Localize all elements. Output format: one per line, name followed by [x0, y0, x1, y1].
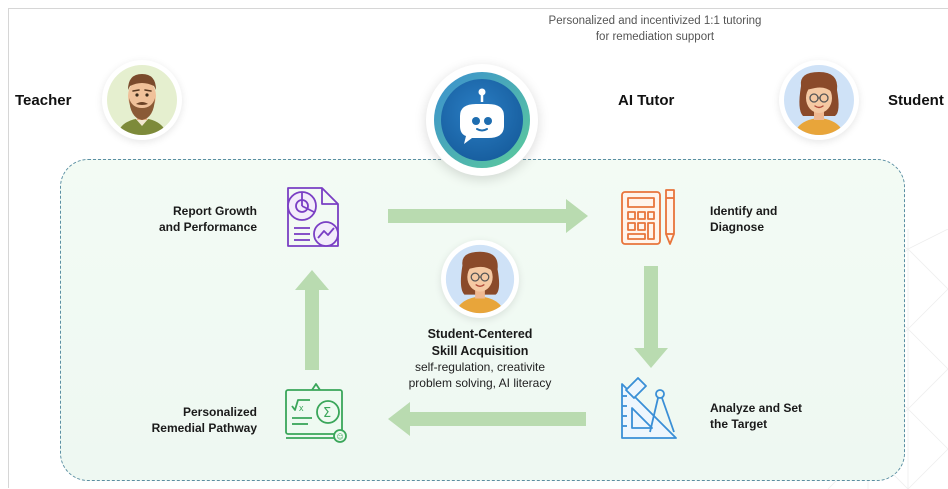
- geometry-tools-icon: [621, 377, 677, 439]
- step-remedial-label: Personalized Remedial Pathway: [120, 404, 257, 436]
- step-report-line-1: Report Growth: [173, 204, 257, 218]
- arrow-report-to-identify: [388, 199, 588, 233]
- step-identify-label: Identify and Diagnose: [710, 203, 850, 235]
- center-sub-line-2: problem solving, AI literacy: [408, 376, 552, 390]
- role-teacher-label: Teacher: [15, 92, 72, 109]
- svg-text:☺: ☺: [337, 433, 344, 441]
- step-report-label: Report Growth and Performance: [130, 203, 257, 235]
- subtitle-line-1: Personalized and incentivized 1:1 tutori…: [548, 15, 762, 27]
- center-student-avatar: [441, 240, 519, 318]
- student-face-icon: [445, 244, 515, 314]
- center-title-line-1: Student-Centered: [427, 327, 533, 341]
- subtitle-line-2: for remediation support: [595, 31, 715, 43]
- arrow-analyze-to-remedial: [388, 402, 586, 436]
- center-sub-line-1: self-regulation, creativite: [414, 360, 546, 374]
- calculator-pencil-icon: [621, 189, 675, 245]
- teacher-face-icon: [107, 65, 177, 135]
- role-student-label: Student: [888, 92, 944, 109]
- center-title-line-2: Skill Acquisition: [431, 344, 529, 358]
- step-identify-line-2: Diagnose: [710, 220, 765, 234]
- student-face-icon: [784, 65, 854, 135]
- student-avatar: [779, 60, 859, 140]
- step-analyze-label: Analyze and Set the Target: [710, 400, 860, 432]
- math-board-icon: x Σ ☺: [285, 383, 347, 443]
- svg-text:Σ: Σ: [323, 406, 331, 421]
- teacher-avatar: [102, 60, 182, 140]
- arrow-identify-to-analyze: [634, 266, 668, 368]
- page-subtitle: Personalized and incentivized 1:1 tutori…: [500, 13, 810, 45]
- arrow-remedial-to-report: [295, 270, 329, 370]
- role-ai-tutor-label: AI Tutor: [618, 92, 675, 109]
- ai-tutor-badge: [426, 64, 538, 176]
- report-chart-icon: [287, 187, 339, 247]
- step-remedial-line-1: Personalized: [182, 405, 257, 419]
- svg-text:x: x: [299, 403, 304, 413]
- center-description: self-regulation, creativite problem solv…: [360, 359, 600, 391]
- robot-chat-icon: [434, 72, 530, 168]
- step-identify-line-1: Identify and: [710, 204, 778, 218]
- center-title: Student-Centered Skill Acquisition: [360, 326, 600, 360]
- step-analyze-line-2: the Target: [710, 417, 768, 431]
- step-remedial-line-2: Remedial Pathway: [151, 421, 257, 435]
- step-analyze-line-1: Analyze and Set: [710, 401, 803, 415]
- step-report-line-2: and Performance: [158, 220, 257, 234]
